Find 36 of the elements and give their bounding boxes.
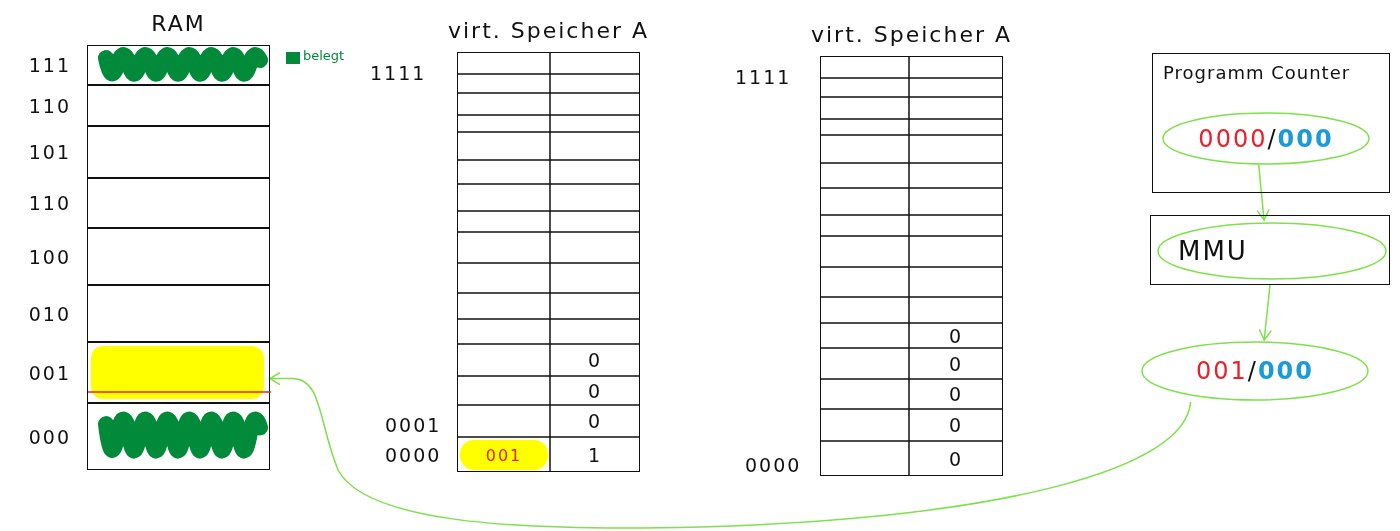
arrow <box>269 371 1192 529</box>
address-label: 0001 <box>385 414 442 436</box>
cell-value: 0 <box>550 344 640 376</box>
legend-label: belegt <box>303 48 345 63</box>
address-label: 1111 <box>370 62 427 84</box>
cell-value: 0 <box>550 376 640 405</box>
cell-value: 0 <box>909 379 1003 409</box>
unit-heading: Programm Counter <box>1163 62 1351 83</box>
cell-value: 1 <box>550 437 640 472</box>
cell-value: 001 <box>460 440 548 470</box>
cell-value: 0 <box>909 409 1003 441</box>
cell-value: 0 <box>909 441 1003 476</box>
address-label: 101 <box>27 141 71 163</box>
address-label: 110 <box>27 192 71 214</box>
arrow <box>1256 164 1270 221</box>
unit-box <box>1150 215 1390 285</box>
cell-value: 0 <box>550 405 640 437</box>
address-label: 0000 <box>745 454 802 476</box>
table-heading: RAM <box>150 11 207 36</box>
address-label: 010 <box>27 302 71 325</box>
address-oval: 001/000 <box>1140 340 1370 402</box>
address-label: 111 <box>27 54 71 76</box>
address-label: 0000 <box>385 444 442 466</box>
address-label: 1111 <box>735 66 792 88</box>
arrow <box>1258 284 1272 341</box>
address-oval: 0000/000 <box>1161 111 1371 166</box>
address-oval: MMU <box>1156 221 1388 281</box>
address-label: 000 <box>27 425 71 448</box>
cell-value: 0 <box>909 323 1003 348</box>
address-label: 100 <box>27 245 71 268</box>
address-label: 110 <box>27 94 71 117</box>
address-label: 001 <box>27 361 71 384</box>
table-heading: virt. Speicher A <box>447 18 650 43</box>
cell-value: 0 <box>909 348 1003 379</box>
table-heading: virt. Speicher A <box>810 22 1013 47</box>
unit-box <box>1152 53 1390 193</box>
